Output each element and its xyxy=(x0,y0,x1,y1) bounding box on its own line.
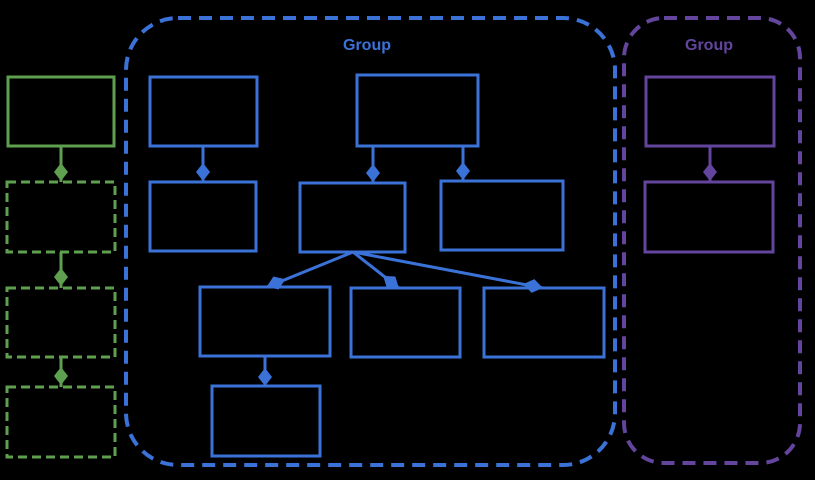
diamond-arrowhead-icon xyxy=(456,162,470,180)
blue-box-9 xyxy=(210,384,322,458)
blue-group-label: Group xyxy=(343,37,391,54)
blue-box-7 xyxy=(349,286,462,359)
diamond-arrowhead-icon xyxy=(266,276,286,290)
blue-group-border xyxy=(124,16,617,467)
blue-box-2 xyxy=(355,73,480,148)
purple-group-label: Group xyxy=(685,37,733,54)
diamond-arrowhead-icon xyxy=(54,163,68,181)
blue-box-5 xyxy=(439,179,565,252)
blue-box-1 xyxy=(148,75,259,148)
purple-box-1 xyxy=(644,75,776,148)
blue-box-8 xyxy=(482,286,606,359)
blue-edge-fan-right xyxy=(352,250,544,290)
diamond-arrowhead-icon xyxy=(196,163,210,181)
diamond-arrowhead-icon xyxy=(703,163,717,181)
purple-box-2 xyxy=(643,180,775,254)
purple-group-border xyxy=(622,16,802,465)
blue-group: Group xyxy=(124,16,617,467)
diamond-arrowhead-icon xyxy=(258,368,272,386)
diamond-arrowhead-icon xyxy=(54,268,68,286)
diamond-arrowhead-icon xyxy=(366,164,380,182)
green-box-dashed-2 xyxy=(5,286,117,359)
blue-box-4 xyxy=(298,181,407,254)
blue-box-3 xyxy=(148,180,258,253)
green-box-solid xyxy=(6,75,116,148)
diamond-arrowhead-icon xyxy=(383,275,399,289)
purple-group: Group xyxy=(622,16,802,465)
diamond-arrowhead-icon xyxy=(54,367,68,385)
green-chain xyxy=(5,75,117,459)
diamond-arrowhead-icon xyxy=(523,279,543,293)
green-box-dashed-3 xyxy=(5,385,117,459)
blue-box-6 xyxy=(198,285,332,358)
green-box-dashed-1 xyxy=(5,180,117,254)
